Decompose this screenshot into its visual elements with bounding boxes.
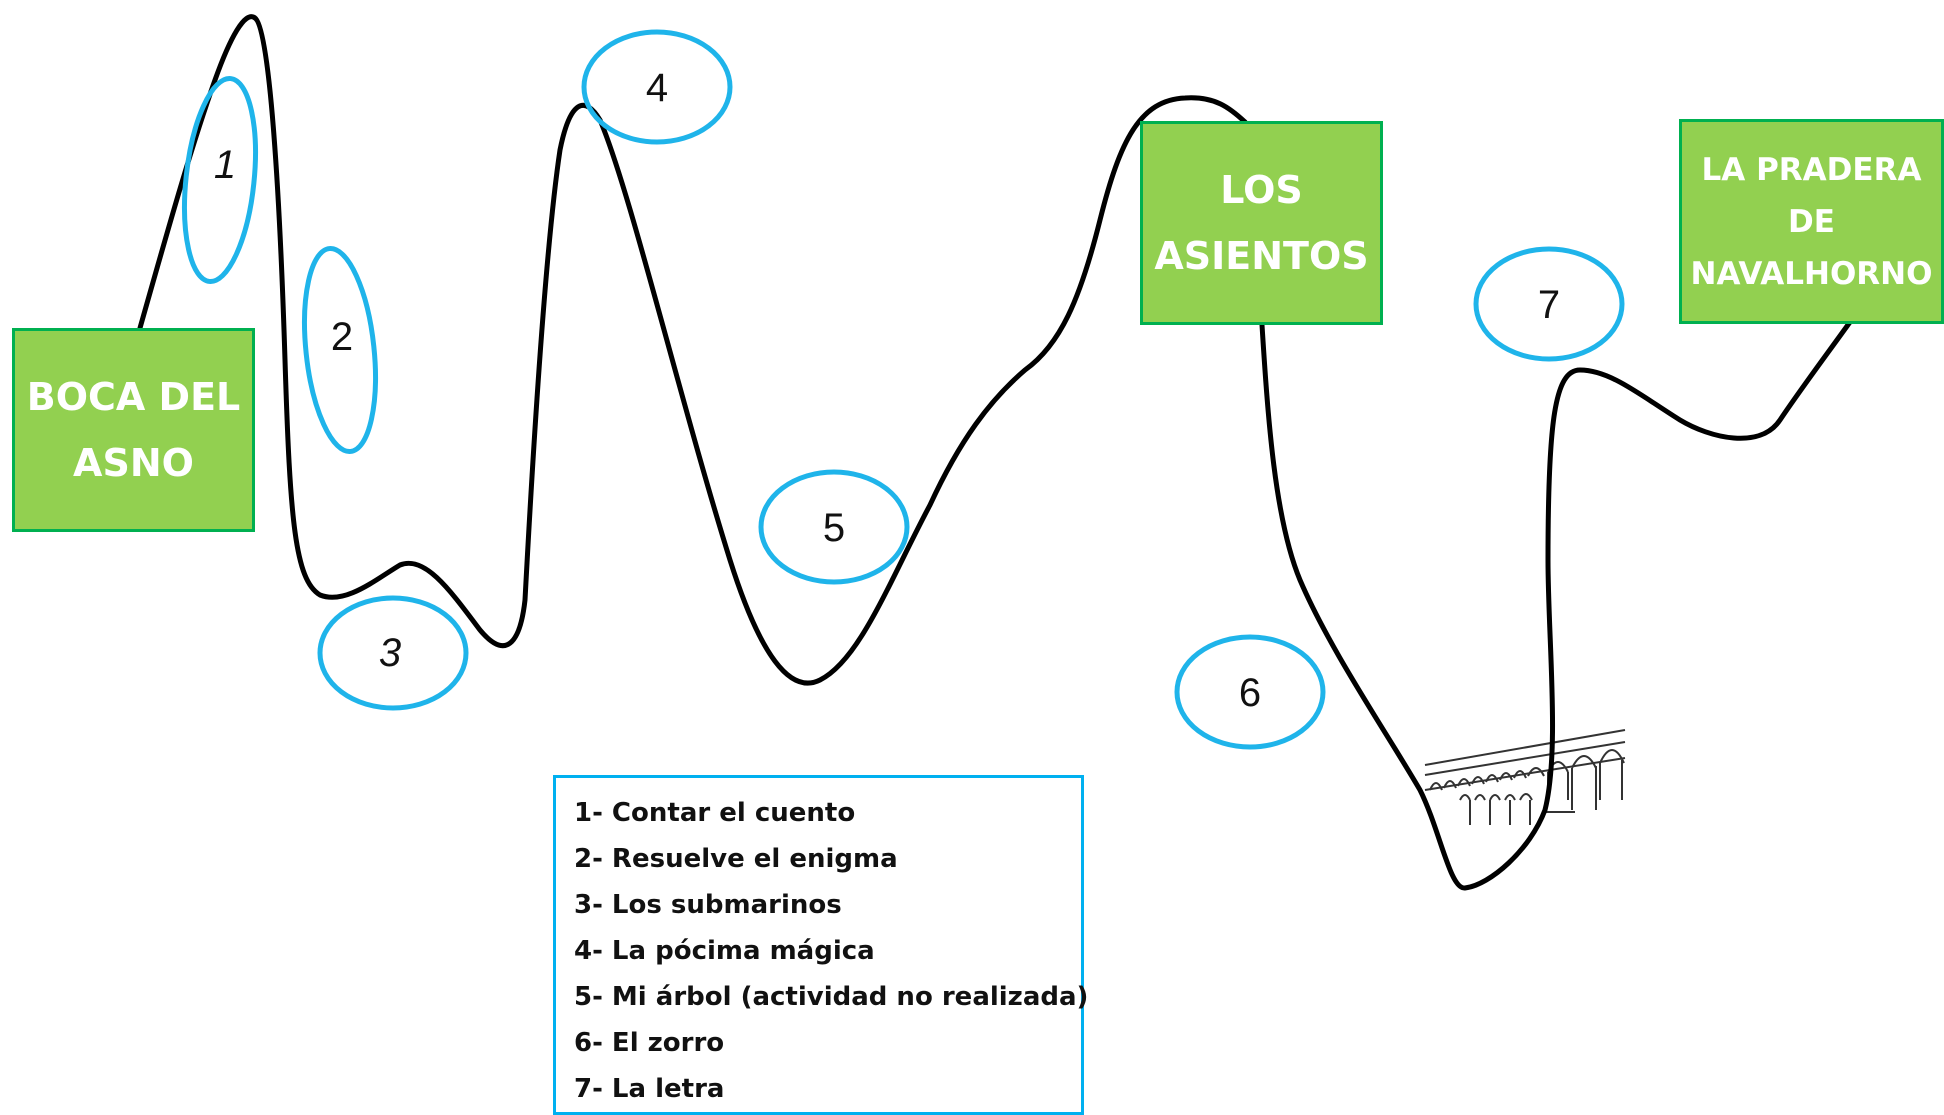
legend-item: 5- Mi árbol (actividad no realizada)	[574, 982, 1089, 1012]
aqueduct-icon	[1424, 729, 1626, 825]
marker-2: 2	[302, 245, 378, 455]
marker-6-label: 6	[1239, 671, 1261, 715]
marker-3-label: 3	[379, 631, 401, 675]
legend-item: 3- Los submarinos	[574, 890, 842, 920]
marker-5-label: 5	[823, 506, 845, 550]
station-la-pradera: LA PRADERA DE NAVALHORNO	[1679, 119, 1944, 324]
station-los-asientos-label: LOS ASIENTOS	[1154, 168, 1369, 278]
marker-1-label: 1	[214, 143, 236, 187]
station-boca-del-asno-label: BOCA DEL ASNO	[26, 375, 241, 485]
legend-item: 4- La pócima mágica	[574, 936, 875, 966]
marker-4: 4	[581, 29, 733, 145]
activity-legend: 1- Contar el cuento 2- Resuelve el enigm…	[553, 775, 1089, 1115]
marker-6: 6	[1174, 634, 1326, 750]
legend-item: 6- El zorro	[574, 1028, 725, 1058]
legend-item: 2- Resuelve el enigma	[574, 844, 898, 874]
station-los-asientos: LOS ASIENTOS	[1140, 121, 1383, 325]
marker-7: 7	[1473, 246, 1625, 362]
marker-7-label: 7	[1538, 283, 1560, 327]
route-path	[137, 14, 1853, 891]
legend-item: 7- La letra	[574, 1074, 725, 1104]
legend-item: 1- Contar el cuento	[574, 798, 856, 828]
marker-5: 5	[758, 469, 910, 585]
marker-2-label: 2	[331, 315, 353, 359]
marker-4-label: 4	[646, 66, 668, 110]
marker-3: 3	[317, 595, 469, 711]
marker-1: 1	[182, 75, 258, 285]
station-boca-del-asno: BOCA DEL ASNO	[12, 328, 255, 532]
station-la-pradera-label: LA PRADERA DE NAVALHORNO	[1690, 151, 1933, 292]
